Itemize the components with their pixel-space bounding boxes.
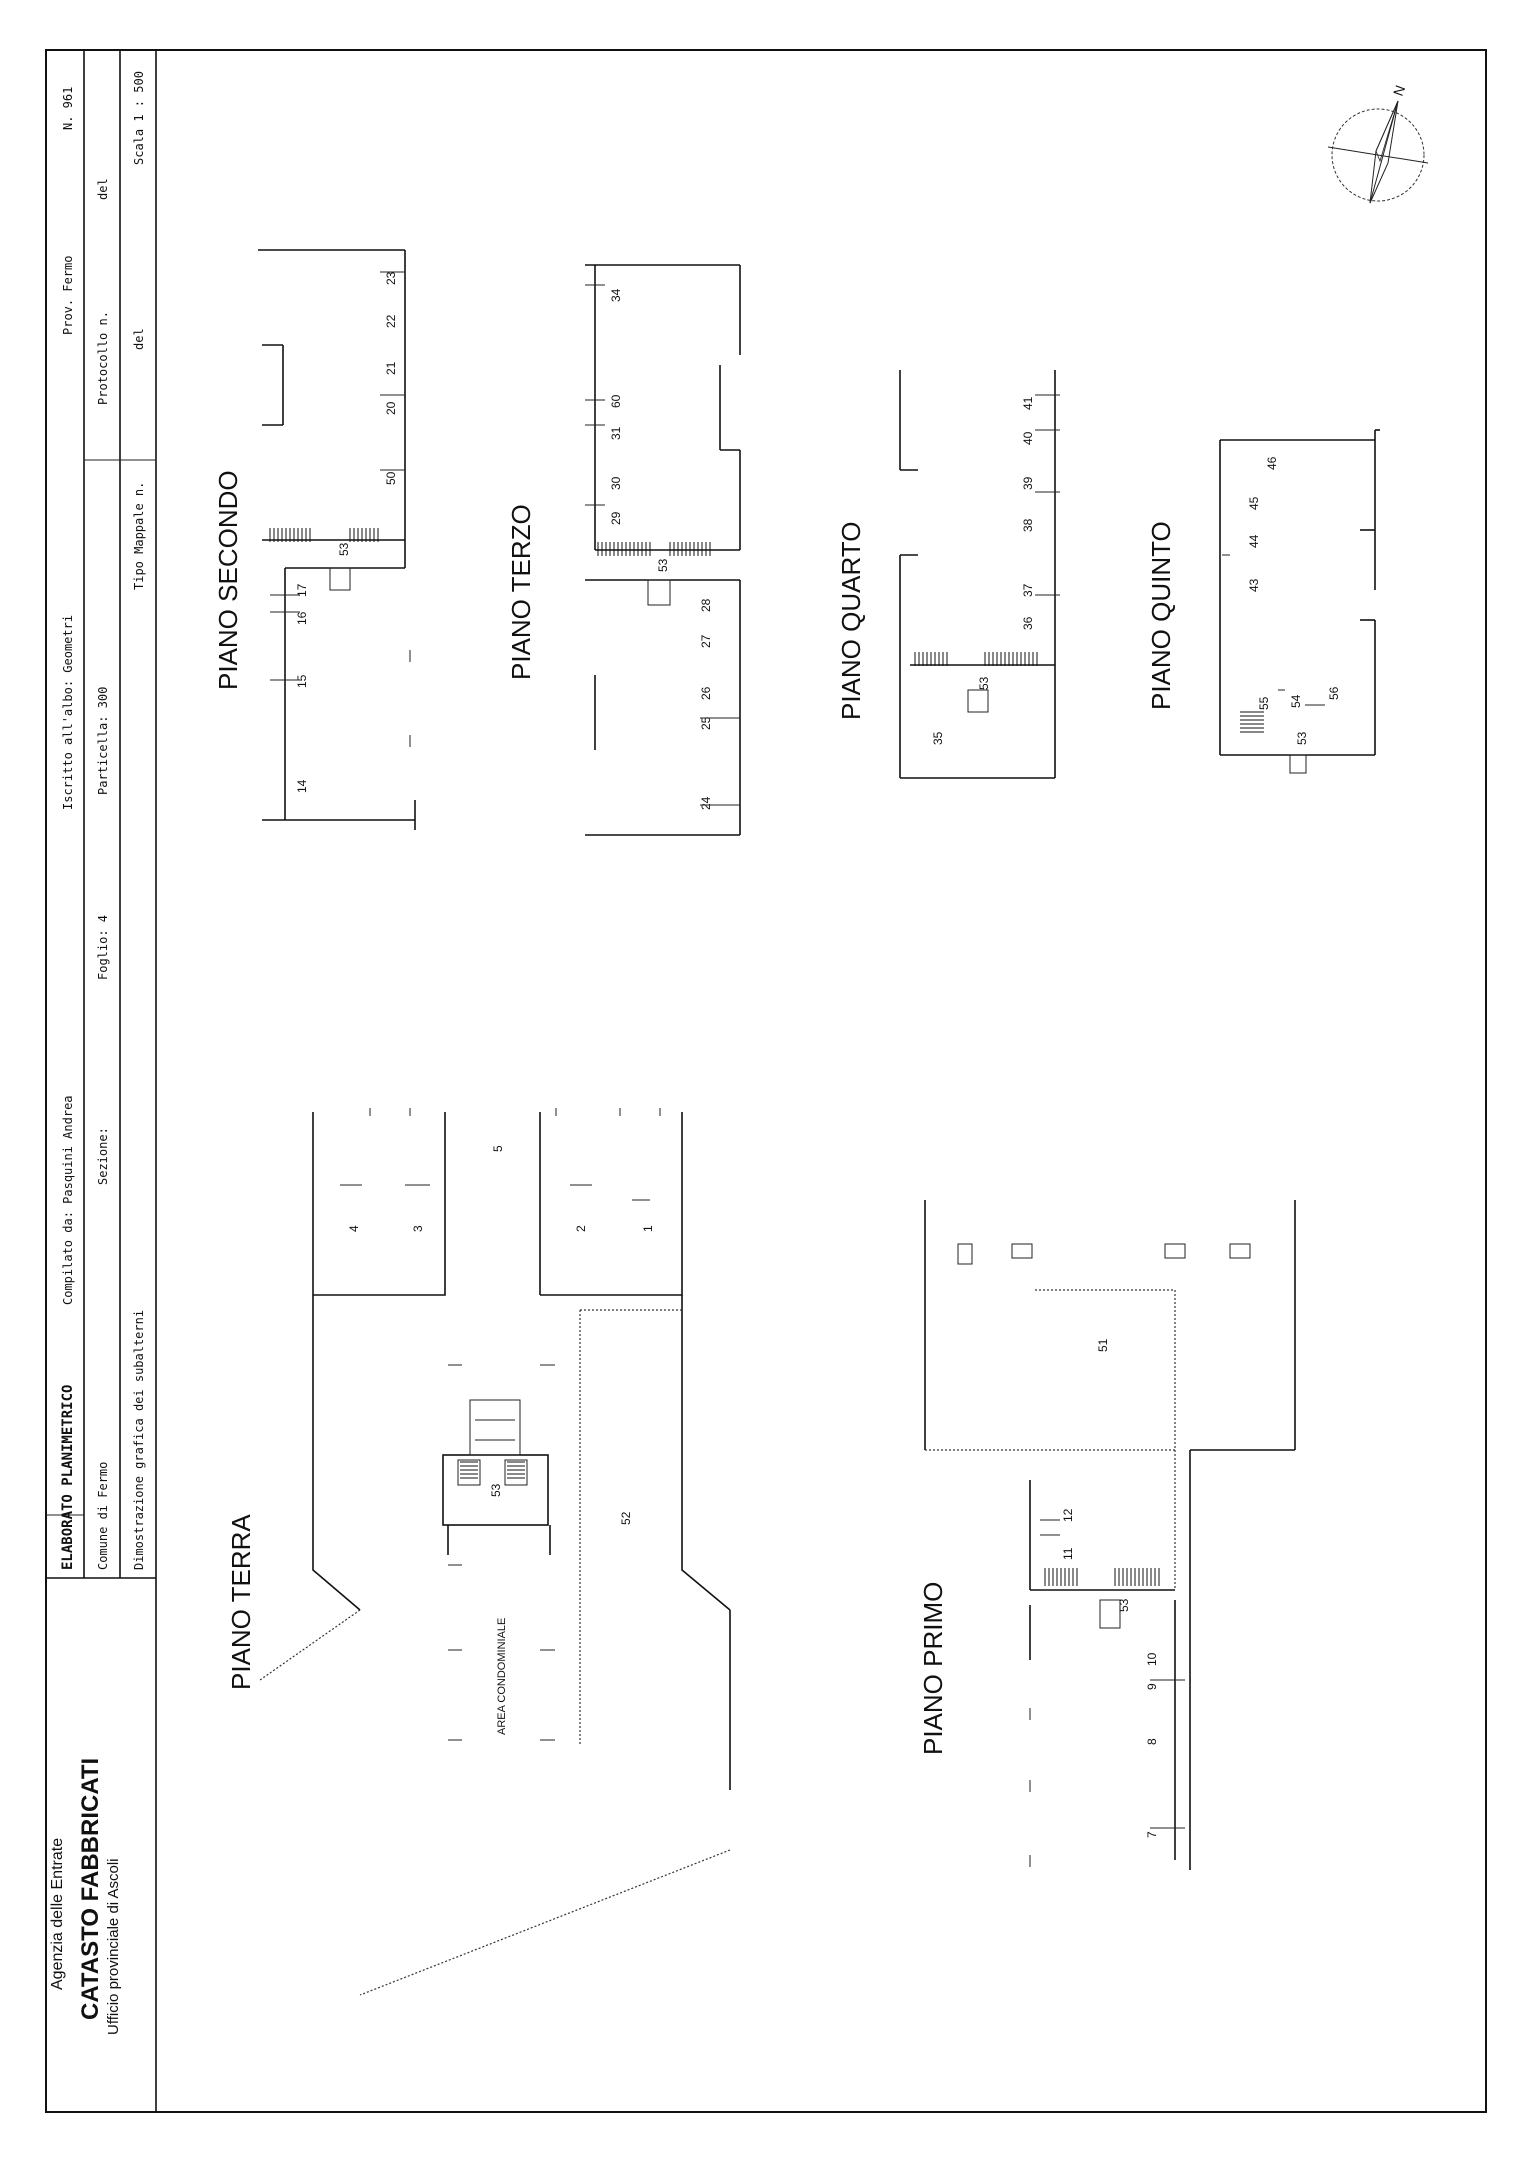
compiled-by: Compilato da: Pasquini Andrea: [61, 1095, 75, 1305]
tipo-mappale: Tipo Mappale n.: [132, 482, 146, 590]
sub-41: 41: [1021, 396, 1035, 410]
doc-type: ELABORATO PLANIMETRICO: [60, 1385, 76, 1570]
sub-54: 54: [1289, 694, 1303, 708]
protocol-del: del: [96, 178, 110, 200]
sub-10: 10: [1145, 1652, 1159, 1666]
title-row-3: Dimostrazione grafica dei subalterni Tip…: [132, 71, 146, 1570]
sub-12: 12: [1061, 1508, 1075, 1522]
sub-53-quarto: 53: [977, 676, 991, 690]
sub-60: 60: [609, 394, 623, 408]
floor-quinto: PIANO QUINTO 53 55 54 56 43 44 45 46: [1146, 429, 1380, 774]
sub-39: 39: [1021, 476, 1035, 490]
sub-24: 24: [699, 796, 713, 810]
north-compass-icon: N: [1327, 83, 1429, 204]
sub-53-terra: 53: [489, 1483, 503, 1497]
sub-15: 15: [295, 674, 309, 688]
sub-50: 50: [384, 471, 398, 485]
floor-terzo-title: PIANO TERZO: [506, 504, 536, 680]
sub-51: 51: [1096, 1338, 1110, 1352]
sub-14: 14: [295, 779, 309, 793]
sub-16: 16: [295, 611, 309, 625]
sub-4: 4: [347, 1225, 361, 1232]
tipo-del: del: [132, 328, 146, 350]
agency-block: Agenzia delle Entrate CATASTO FABBRICATI…: [49, 1758, 122, 2035]
sub-9: 9: [1145, 1683, 1159, 1690]
sub-5: 5: [491, 1145, 505, 1152]
sub-11: 11: [1061, 1547, 1075, 1560]
sub-3: 3: [411, 1225, 425, 1232]
agency-line2: CATASTO FABBRICATI: [77, 1758, 104, 2020]
sub-53-secondo: 53: [337, 542, 351, 556]
office-label: Ufficio provinciale di Ascoli: [105, 1859, 122, 2035]
sub-45: 45: [1247, 496, 1261, 510]
north-label: N: [1390, 83, 1408, 98]
sub-28: 28: [699, 598, 713, 612]
sub-53-terzo: 53: [656, 558, 670, 572]
sub-40: 40: [1021, 431, 1035, 445]
section: Sezione:: [96, 1127, 110, 1185]
sub-56: 56: [1327, 686, 1341, 700]
sheet-number: N. 961: [61, 87, 75, 130]
outer-border: [45, 49, 1487, 2113]
floor-terra-title: PIANO TERRA: [226, 1514, 256, 1690]
sub-44: 44: [1247, 534, 1261, 548]
sub-23: 23: [384, 271, 398, 285]
sub-53-quinto: 53: [1295, 731, 1309, 745]
sub-22: 22: [384, 314, 398, 328]
sub-1: 1: [641, 1225, 655, 1232]
scale: Scala 1 : 500: [132, 71, 146, 165]
floor-terzo: PIANO TERZO 53 34 60 31 30 29 28 27 26 2…: [506, 264, 741, 836]
area-condominiale: AREA CONDOMINIALE: [496, 1618, 508, 1735]
particella: Particella: 300: [96, 687, 110, 795]
municipality: Comune di Fermo: [96, 1462, 110, 1570]
registered: Iscritto all'albo: Geometri: [61, 615, 75, 810]
province: Prov. Fermo: [61, 256, 75, 335]
floor-secondo: PIANO SECONDO 53 23 22 21 20 50 17 16 15…: [213, 249, 416, 830]
sub-38: 38: [1021, 518, 1035, 532]
sub-21: 21: [384, 361, 398, 375]
sub-37: 37: [1021, 583, 1035, 597]
floor-quarto-title: PIANO QUARTO: [836, 522, 866, 720]
sub-35: 35: [931, 731, 945, 745]
sub-17: 17: [295, 583, 309, 597]
title-block-grid: [46, 50, 157, 2112]
protocol: Protocollo n.: [96, 311, 110, 405]
floor-primo-title: PIANO PRIMO: [918, 1582, 948, 1755]
sub-55: 55: [1257, 696, 1271, 710]
sub-2: 2: [574, 1225, 588, 1232]
sub-8: 8: [1145, 1738, 1159, 1745]
title-row-1: ELABORATO PLANIMETRICO Compilato da: Pas…: [60, 87, 76, 1570]
agency-line1: Agenzia delle Entrate: [49, 1838, 66, 1990]
floor-quarto: PIANO QUARTO 53 35 36 37 38 39 40 41: [836, 370, 1060, 779]
sub-25: 25: [699, 716, 713, 730]
sub-34: 34: [609, 288, 623, 302]
sub-53-primo: 53: [1117, 1598, 1131, 1612]
floor-secondo-title: PIANO SECONDO: [213, 470, 243, 690]
sub-36: 36: [1021, 616, 1035, 630]
sub-30: 30: [609, 476, 623, 490]
sub-43: 43: [1247, 578, 1261, 592]
floor-quinto-title: PIANO QUINTO: [1146, 521, 1176, 710]
sub-52: 52: [619, 1511, 633, 1525]
sub-29: 29: [609, 511, 623, 525]
sub-7: 7: [1145, 1831, 1159, 1838]
foglio: Foglio: 4: [96, 915, 110, 980]
sub-26: 26: [699, 686, 713, 700]
floor-primo: PIANO PRIMO 53 51 11 12 10 9 8 7: [918, 1200, 1296, 1870]
sub-31: 31: [609, 426, 623, 440]
title-row-2: Comune di Fermo Sezione: Foglio: 4 Parti…: [96, 178, 110, 1570]
sub-20: 20: [384, 401, 398, 415]
floor-terra: PIANO TERRA 4 3 5 2 1: [226, 1108, 731, 1996]
sub-27: 27: [699, 634, 713, 648]
description: Dimostrazione grafica dei subalterni: [132, 1310, 146, 1570]
sub-46: 46: [1265, 456, 1279, 470]
